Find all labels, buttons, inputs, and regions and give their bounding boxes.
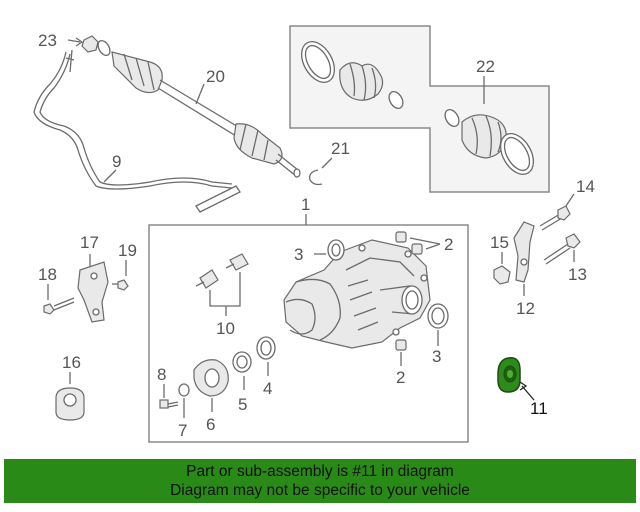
bolt-19 [112,279,129,291]
callout-7: 7 [178,421,187,440]
callout-11: 11 [530,399,548,418]
circlip-21 [309,169,323,186]
washer-7 [178,383,190,397]
callout-14: 14 [576,177,595,196]
bracket-17 [77,261,109,323]
callout-21: 21 [331,139,350,158]
nut-15 [493,265,511,285]
plug-2-a [395,231,407,243]
banner-line-2: Diagram may not be specific to your vehi… [170,482,470,499]
callout-2a: 2 [444,235,453,254]
callout-13: 13 [568,265,587,284]
callout-19: 19 [118,241,137,260]
bushing-16 [55,387,85,421]
mount-bushing-11[interactable] [497,357,521,393]
callout-16: 16 [62,353,81,372]
callout-8: 8 [157,365,166,384]
callout-15: 15 [490,233,509,252]
banner-line-1: Part or sub-assembly is #11 in diagram [186,463,454,480]
bolt-18 [43,297,75,315]
bolt-13 [543,233,581,265]
callout-3a: 3 [294,245,303,264]
callout-22: 22 [476,57,495,76]
callout-17: 17 [80,233,99,252]
bolt-14 [539,205,571,231]
differential-housing [283,239,431,349]
callout-3b: 3 [432,347,441,366]
boot-kit-parts [300,41,535,175]
parts-diagram: 22 1 20 23 9 21 [33,25,595,443]
callout-5: 5 [238,395,247,414]
nut-23 [81,35,99,53]
callout-2b: 2 [396,368,405,387]
callout-12: 12 [516,299,535,318]
bolt-8 [159,399,179,409]
callout-4: 4 [263,379,272,398]
breather-10 [195,253,249,289]
callout-9: 9 [112,152,121,171]
callout-10: 10 [216,319,235,338]
callout-1: 1 [301,195,310,214]
bracket-12 [513,221,535,283]
plug-2-b [411,243,423,255]
drive-shaft [97,39,301,178]
callout-23: 23 [38,31,57,50]
callout-6: 6 [206,415,215,434]
callout-18: 18 [38,265,57,284]
info-banner: Part or sub-assembly is #11 in diagram D… [4,459,636,503]
flange-6 [193,359,229,397]
plug-2-c [395,339,407,351]
callout-20: 20 [206,67,225,86]
cable-9 [33,51,233,190]
